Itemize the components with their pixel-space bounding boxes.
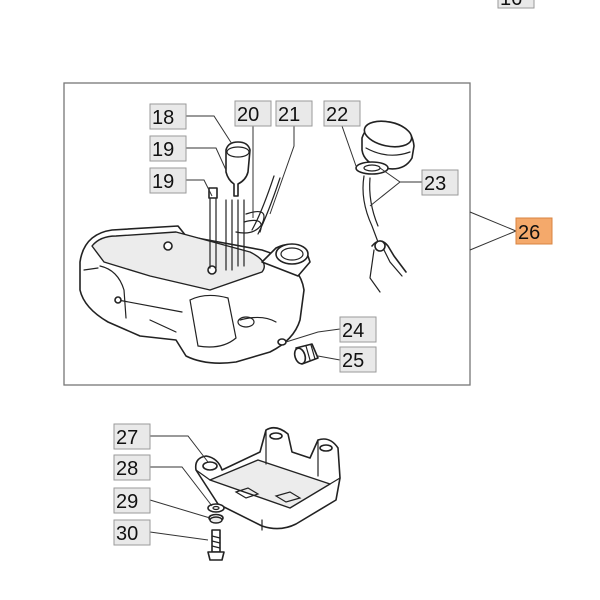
callout-22[interactable]: 22 <box>323 100 361 127</box>
svg-text:21: 21 <box>278 104 300 126</box>
callout-19-upper[interactable]: 19 <box>149 135 187 162</box>
svg-text:28: 28 <box>116 458 138 480</box>
callout-29[interactable]: 29 <box>113 487 151 514</box>
filler-neck <box>261 243 311 277</box>
callout-21[interactable]: 21 <box>275 100 313 127</box>
svg-text:16: 16 <box>500 0 522 10</box>
callout-25[interactable]: 25 <box>339 346 377 373</box>
callout-30[interactable]: 30 <box>113 519 151 546</box>
svg-text:23: 23 <box>424 173 446 195</box>
svg-text:19: 19 <box>152 139 174 161</box>
callout-16[interactable]: 16 <box>497 0 535 10</box>
callout-20[interactable]: 20 <box>234 100 272 127</box>
cap-tether <box>362 175 407 293</box>
svg-text:25: 25 <box>342 350 364 372</box>
fuel-cap <box>361 120 415 170</box>
fuel-hoses <box>208 175 281 271</box>
callout-27[interactable]: 27 <box>113 423 151 450</box>
svg-text:29: 29 <box>116 491 138 513</box>
bolt-assembly <box>207 503 225 561</box>
drain-plug <box>277 338 319 365</box>
callout-23[interactable]: 23 <box>421 169 459 196</box>
callout-28[interactable]: 28 <box>113 454 151 481</box>
svg-text:26: 26 <box>518 222 540 244</box>
fuel-filter <box>225 141 251 197</box>
svg-text:27: 27 <box>116 427 138 449</box>
svg-text:18: 18 <box>152 107 174 129</box>
fuel-tank <box>79 225 305 364</box>
bracket-26 <box>469 211 518 251</box>
mounting-bracket <box>194 426 341 531</box>
svg-text:24: 24 <box>342 320 364 342</box>
callout-24[interactable]: 24 <box>339 316 377 343</box>
callout-26[interactable]: 26 <box>515 217 553 245</box>
svg-text:22: 22 <box>326 104 348 126</box>
svg-text:19: 19 <box>152 171 174 193</box>
cap-gasket <box>355 161 389 175</box>
svg-text:30: 30 <box>116 523 138 545</box>
assembly-frame <box>63 82 471 386</box>
callout-19-lower[interactable]: 19 <box>149 167 187 194</box>
svg-text:20: 20 <box>237 104 259 126</box>
callout-18[interactable]: 18 <box>149 103 187 130</box>
